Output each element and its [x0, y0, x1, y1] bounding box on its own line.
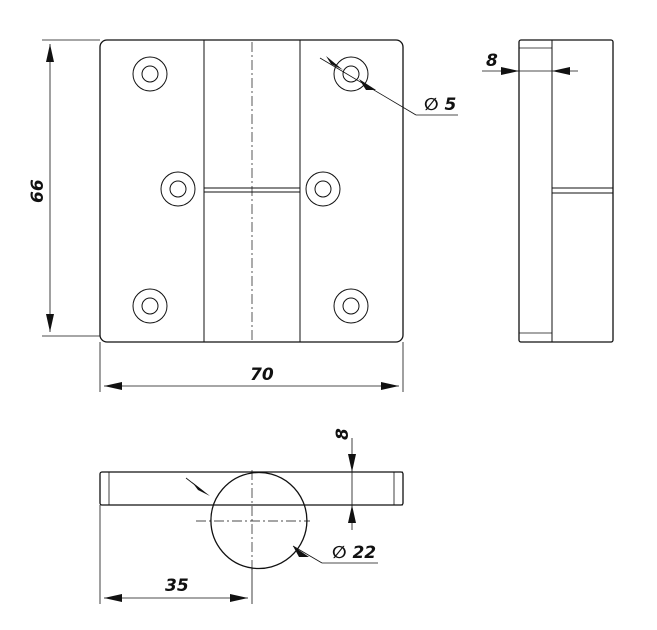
- plan-plate-outline: [99, 471, 404, 506]
- height-dimension: 66: [28, 39, 100, 337]
- half-width-label: 35: [165, 576, 189, 596]
- hole-diameter-leader: ∅ 5: [319, 56, 458, 116]
- side-thickness-label: 8: [486, 51, 498, 71]
- front-view: ∅ 5 66 70: [28, 39, 458, 392]
- screw-hole: [132, 288, 168, 324]
- screw-hole: [333, 288, 369, 324]
- side-view: 8: [482, 39, 614, 343]
- knuckle-diameter-leader: ∅ 22: [185, 477, 378, 564]
- side-outline: [518, 39, 614, 343]
- plan-thickness-dimension: 8: [333, 428, 403, 530]
- plan-thickness-label: 8: [333, 428, 353, 440]
- hole-diameter-label: ∅ 5: [424, 95, 456, 115]
- plan-view: ∅ 22 8 35: [99, 428, 404, 604]
- screw-hole: [132, 56, 168, 92]
- knuckle-circle: [210, 471, 308, 570]
- knuckle-diameter-label: ∅ 22: [332, 543, 376, 563]
- width-dimension: 70: [99, 342, 404, 392]
- hinge-plate-outline: [99, 39, 404, 343]
- width-label: 70: [250, 365, 274, 385]
- screw-hole: [160, 171, 196, 207]
- height-label: 66: [28, 179, 48, 203]
- half-width-dimension: 35: [99, 505, 253, 604]
- screw-hole: [333, 56, 369, 92]
- side-thickness-dimension: 8: [482, 51, 578, 75]
- screw-hole: [305, 171, 341, 207]
